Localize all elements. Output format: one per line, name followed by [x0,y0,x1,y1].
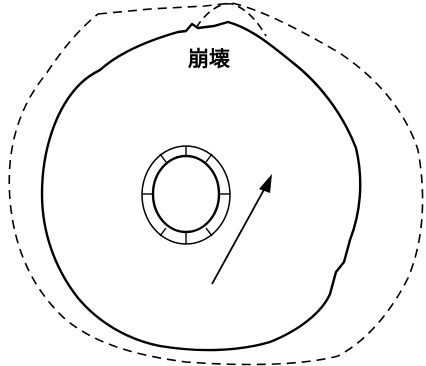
borehole-inner-ring [151,154,221,234]
collapse-label: 崩壊 [188,47,230,71]
original-outline-dashed [8,2,424,366]
borehole-ticks [142,146,230,244]
current-outline-solid [40,20,362,352]
direction-arrow [211,174,272,285]
arrow-head [259,174,272,193]
borehole-outer-ring [141,145,231,245]
collapsed-bump-dashed [195,3,267,37]
arrow-shaft [211,185,267,285]
